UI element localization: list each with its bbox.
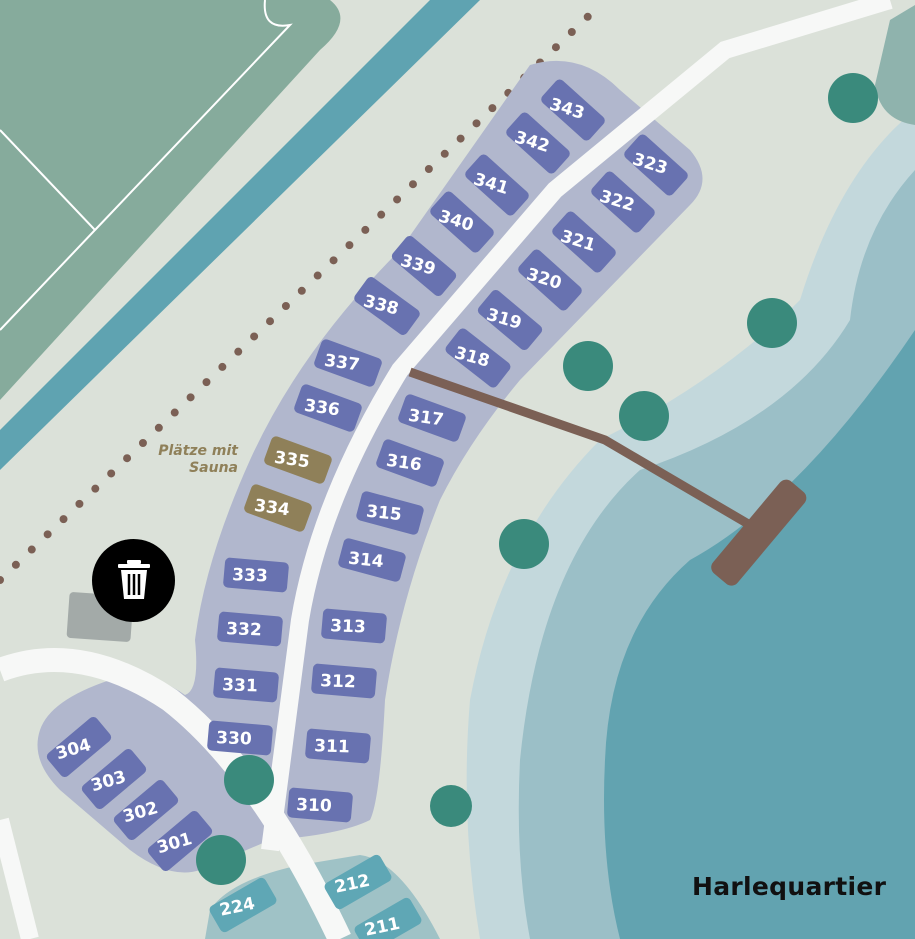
plot-shape[interactable] [223,557,289,593]
plot-shape[interactable] [622,132,690,197]
plot-number: 331 [222,675,258,696]
road-main [261,0,893,852]
plot-shape[interactable] [112,778,180,842]
tree-icon [828,73,878,123]
plot-number: 312 [320,671,356,692]
tree-icon [747,298,797,348]
plot-335[interactable]: 335 [263,435,334,486]
sports-field [0,0,341,400]
plot-shape[interactable] [207,720,273,756]
plot-shape[interactable] [397,393,467,443]
plot-shape[interactable] [287,787,353,823]
plot-321[interactable]: 321 [547,209,618,278]
plot-number: 317 [407,406,445,431]
field-lines [0,0,293,331]
plot-number: 337 [323,351,361,376]
plot-shape[interactable] [45,715,113,779]
plot-317[interactable]: 317 [397,393,468,444]
plot-number: 330 [216,728,252,749]
jetty [408,367,753,529]
plot-312[interactable]: 312 [311,663,377,699]
plot-shape[interactable] [476,288,544,352]
plot-shape[interactable] [516,247,584,312]
plot-shape[interactable] [337,537,407,583]
plot-number: 334 [253,496,291,521]
plot-shape[interactable] [321,608,387,644]
plot-shape[interactable] [146,809,214,873]
plot-shape[interactable] [444,326,513,389]
plot-shape[interactable] [390,234,458,298]
plot-number: 336 [303,396,341,421]
tree-icon [196,835,246,885]
road-curve [0,648,351,939]
plot-314[interactable]: 314 [337,537,407,583]
lake-deep [604,330,915,939]
plot-number: 316 [385,451,423,476]
plot-shape[interactable] [352,275,421,337]
plot-number: 314 [347,549,385,573]
river [0,0,480,470]
plot-shape[interactable] [550,209,618,274]
plot-shape[interactable] [243,483,313,533]
road-left [0,817,39,939]
plot-316[interactable]: 316 [375,438,446,489]
plot-shape[interactable] [208,876,278,934]
plot-number: 310 [296,795,332,816]
plot-number: 313 [330,616,366,637]
tree-icon [430,785,472,827]
plot-315[interactable]: 315 [355,490,425,536]
tree-icon [619,391,669,441]
plot-332[interactable]: 332 [217,611,283,647]
tree-icon [224,755,274,805]
plot-shape[interactable] [305,728,371,764]
plot-341[interactable]: 341 [460,152,531,221]
plot-333[interactable]: 333 [223,557,289,593]
plot-shape[interactable] [217,611,283,647]
plot-shape[interactable] [80,747,148,811]
plot-number: 315 [365,502,402,526]
plot-shape[interactable] [375,438,445,488]
trash-can-icon[interactable] [92,539,175,622]
plot-301[interactable]: 301 [144,807,214,873]
plot-311[interactable]: 311 [305,728,371,764]
plot-shape[interactable] [589,169,657,234]
plot-320[interactable]: 320 [513,247,584,316]
plot-shape[interactable] [355,490,425,536]
tree-icon [563,341,613,391]
plot-shape[interactable] [263,435,333,485]
plot-310[interactable]: 310 [287,787,353,823]
area-title: Harlequartier [692,872,887,901]
island [875,5,915,125]
plot-shape[interactable] [213,667,279,703]
plot-343[interactable]: 343 [536,77,607,146]
plot-302[interactable]: 302 [110,776,180,842]
plot-322[interactable]: 322 [586,169,657,238]
plot-340[interactable]: 340 [425,189,496,258]
plot-number: 311 [314,736,350,757]
plot-number: 335 [273,448,311,473]
plot-shape[interactable] [463,152,531,217]
plot-shape[interactable] [428,189,496,254]
plot-shape[interactable] [504,110,572,175]
plot-337[interactable]: 337 [313,338,384,389]
plot-shape[interactable] [293,383,363,433]
plot-330[interactable]: 330 [207,720,273,756]
tree-icon [499,519,549,569]
footpath [0,1,604,584]
plot-336[interactable]: 336 [293,383,364,434]
pier [711,479,807,586]
plot-313[interactable]: 313 [321,608,387,644]
plot-shape[interactable] [313,338,383,388]
plot-shape[interactable] [311,663,377,699]
sauna-legend: Plätze mit Sauna [158,443,238,476]
plot-number: 333 [232,565,268,586]
plot-334[interactable]: 334 [243,483,314,534]
plot-shape[interactable] [323,853,393,911]
plot-number: 332 [226,619,262,640]
plot-shape[interactable] [539,77,607,142]
plot-331[interactable]: 331 [213,667,279,703]
